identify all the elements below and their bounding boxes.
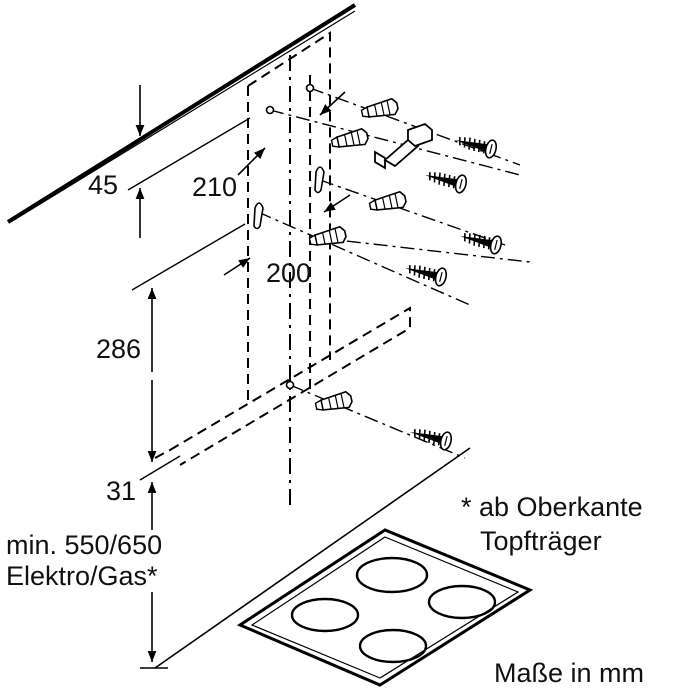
label-210: 210 (192, 172, 237, 202)
burner-icon (355, 556, 429, 594)
burner-icon (427, 584, 497, 620)
cooktop (154, 447, 534, 687)
dimension-200 (223, 194, 351, 276)
dimension-286 (131, 223, 246, 462)
label-min-height: min. 550/650 (6, 530, 162, 560)
dimension-45 (127, 85, 251, 238)
dimension-min-height (140, 592, 168, 669)
ceiling-slab (6, 3, 357, 224)
burner-icon (290, 597, 360, 633)
screw-icon (402, 130, 504, 452)
dimension-210 (237, 91, 346, 176)
label-elektro-gas: Elektro/Gas* (6, 561, 158, 591)
drilling-axes (257, 87, 531, 459)
footnote-line-1: * ab Oberkante (461, 492, 643, 522)
label-286: 286 (96, 334, 141, 364)
footnote-line-2: Topfträger (480, 526, 602, 556)
chimney-outline (154, 31, 411, 466)
hole-markers (253, 83, 325, 390)
mounting-bracket-icon (374, 122, 433, 170)
label-200: 200 (266, 258, 311, 288)
units-note: Maße in mm (494, 658, 644, 688)
dimension-31 (139, 455, 181, 530)
burner-icon (358, 628, 428, 664)
label-45: 45 (88, 170, 118, 200)
label-31: 31 (106, 476, 136, 506)
